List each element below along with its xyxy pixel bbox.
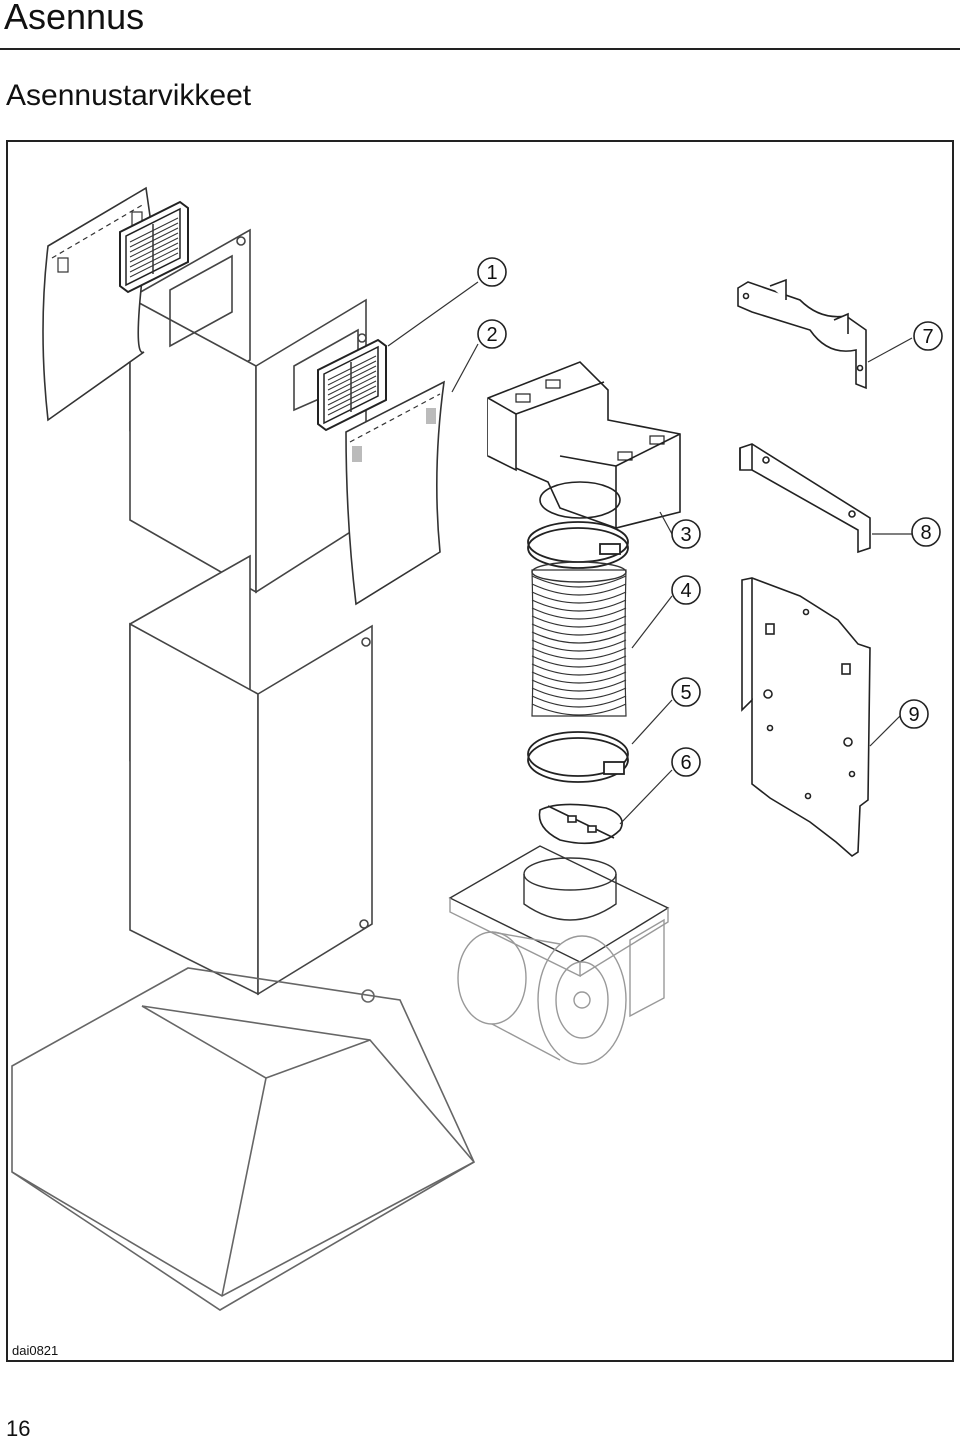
callout-1: 1 — [477, 257, 507, 287]
callout-1-label: 1 — [486, 262, 497, 284]
lower-chimney-section — [129, 554, 373, 996]
duct-adapter — [487, 361, 681, 529]
callout-5: 5 — [671, 677, 701, 707]
callout-6: 6 — [671, 747, 701, 777]
callout-2-label: 2 — [486, 324, 497, 346]
callout-8: 8 — [911, 517, 941, 547]
callout-4: 4 — [671, 575, 701, 605]
title-rule — [0, 48, 960, 50]
callout-9-label: 9 — [908, 704, 919, 726]
filter-sheet-right — [345, 380, 445, 606]
callout-6-label: 6 — [680, 752, 691, 774]
hood-canopy — [11, 967, 476, 1311]
callouts: 1 2 3 4 5 6 7 8 9 — [477, 257, 943, 777]
page-number: 16 — [6, 1416, 31, 1441]
flexible-hose — [531, 561, 627, 717]
callout-3-label: 3 — [680, 524, 691, 546]
hose-clamp-bottom — [527, 731, 629, 783]
page-title: Asennus — [4, 0, 145, 37]
callout-7: 7 — [913, 321, 943, 351]
callout-7-label: 7 — [922, 326, 933, 348]
leader-lines — [387, 281, 913, 825]
section-title: Asennustarvikkeet — [6, 79, 252, 112]
figure-frame — [6, 140, 954, 1362]
hose-clamp-top — [527, 521, 629, 569]
mounting-bracket-8 — [739, 443, 871, 554]
callout-3: 3 — [671, 519, 701, 549]
callout-5-label: 5 — [680, 682, 691, 704]
backdraft-damper — [538, 803, 623, 845]
callout-9: 9 — [899, 699, 929, 729]
drawing-code: dai0821 — [12, 1343, 59, 1358]
callout-8-label: 8 — [920, 522, 931, 544]
mounting-bracket-7 — [737, 278, 867, 390]
callout-4-label: 4 — [680, 580, 691, 602]
mounting-plate-9 — [741, 577, 871, 858]
fan-motor-unit — [448, 845, 670, 1065]
callout-2: 2 — [477, 319, 507, 349]
